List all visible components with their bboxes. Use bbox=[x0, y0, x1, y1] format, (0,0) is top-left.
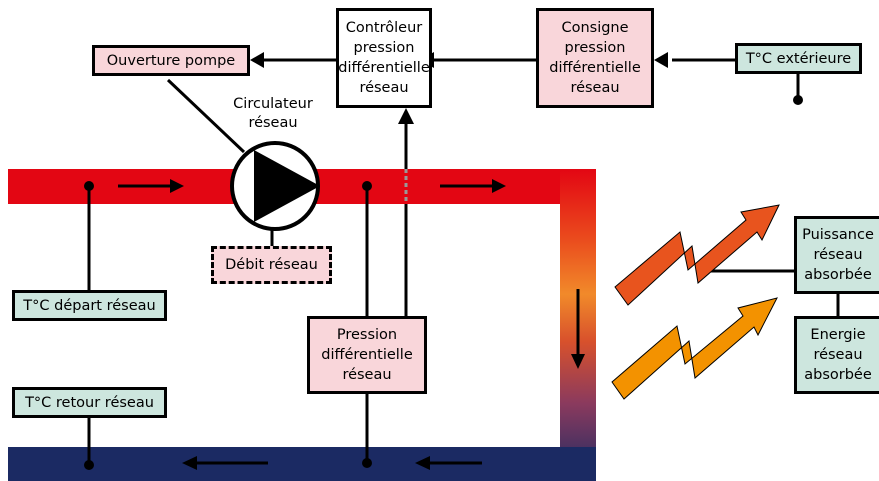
controleur-line-1: Contrôleur bbox=[345, 20, 423, 36]
consigne-box: Consigne pression différentielle réseau bbox=[536, 8, 654, 108]
t-depart-label: T°C départ réseau bbox=[23, 297, 156, 314]
signal-lines bbox=[87, 58, 840, 465]
circulateur-line-1: Circulateur bbox=[233, 96, 313, 112]
ouverture-pompe-box: Ouverture pompe bbox=[92, 45, 250, 76]
puissance-line-1: Puissance bbox=[802, 227, 874, 243]
energie-box: Energie réseau absorbée bbox=[794, 316, 879, 394]
return-pipe bbox=[8, 447, 596, 481]
puissance-box: Puissance réseau absorbée bbox=[794, 216, 879, 294]
controleur-box: Contrôleur pression différentielle résea… bbox=[336, 8, 432, 108]
circulateur-line-2: réseau bbox=[248, 115, 298, 131]
debit-reseau-box: Débit réseau bbox=[211, 246, 332, 284]
circulateur-label: Circulateur réseau bbox=[218, 95, 328, 133]
energie-line-2: réseau bbox=[813, 347, 863, 363]
flow-arrows bbox=[118, 179, 585, 470]
measurement-dots bbox=[84, 95, 803, 470]
consigne-line-1: Consigne bbox=[561, 20, 629, 36]
ouverture-pompe-label: Ouverture pompe bbox=[106, 52, 236, 69]
energy-bolt-icon bbox=[611, 297, 778, 400]
energie-line-3: absorbée bbox=[804, 367, 872, 383]
t-retour-label: T°C retour réseau bbox=[25, 394, 154, 411]
controleur-line-4: réseau bbox=[359, 80, 409, 96]
pression-diff-line-1: Pression bbox=[336, 327, 398, 343]
debit-reseau-label: Débit réseau bbox=[225, 257, 318, 273]
circulator-pump-icon bbox=[230, 141, 320, 231]
t-exterieure-box: T°C extérieure bbox=[735, 43, 862, 74]
t-retour-box: T°C retour réseau bbox=[12, 387, 167, 418]
power-bolt-icon bbox=[614, 204, 780, 306]
pression-diff-line-3: réseau bbox=[342, 367, 392, 383]
consigne-line-4: réseau bbox=[570, 80, 620, 96]
consigne-line-3: différentielle bbox=[549, 60, 641, 76]
t-exterieure-label: T°C extérieure bbox=[745, 50, 852, 67]
controleur-line-2: pression bbox=[353, 40, 415, 56]
t-depart-box: T°C départ réseau bbox=[12, 290, 167, 321]
pression-diff-box: Pression différentielle réseau bbox=[307, 316, 427, 394]
pression-diff-line-2: différentielle bbox=[321, 347, 413, 363]
puissance-line-2: réseau bbox=[813, 247, 863, 263]
energie-line-1: Energie bbox=[810, 327, 866, 343]
controleur-line-3: différentielle bbox=[338, 60, 430, 76]
puissance-line-3: absorbée bbox=[804, 267, 872, 283]
consigne-line-2: pression bbox=[564, 40, 626, 56]
